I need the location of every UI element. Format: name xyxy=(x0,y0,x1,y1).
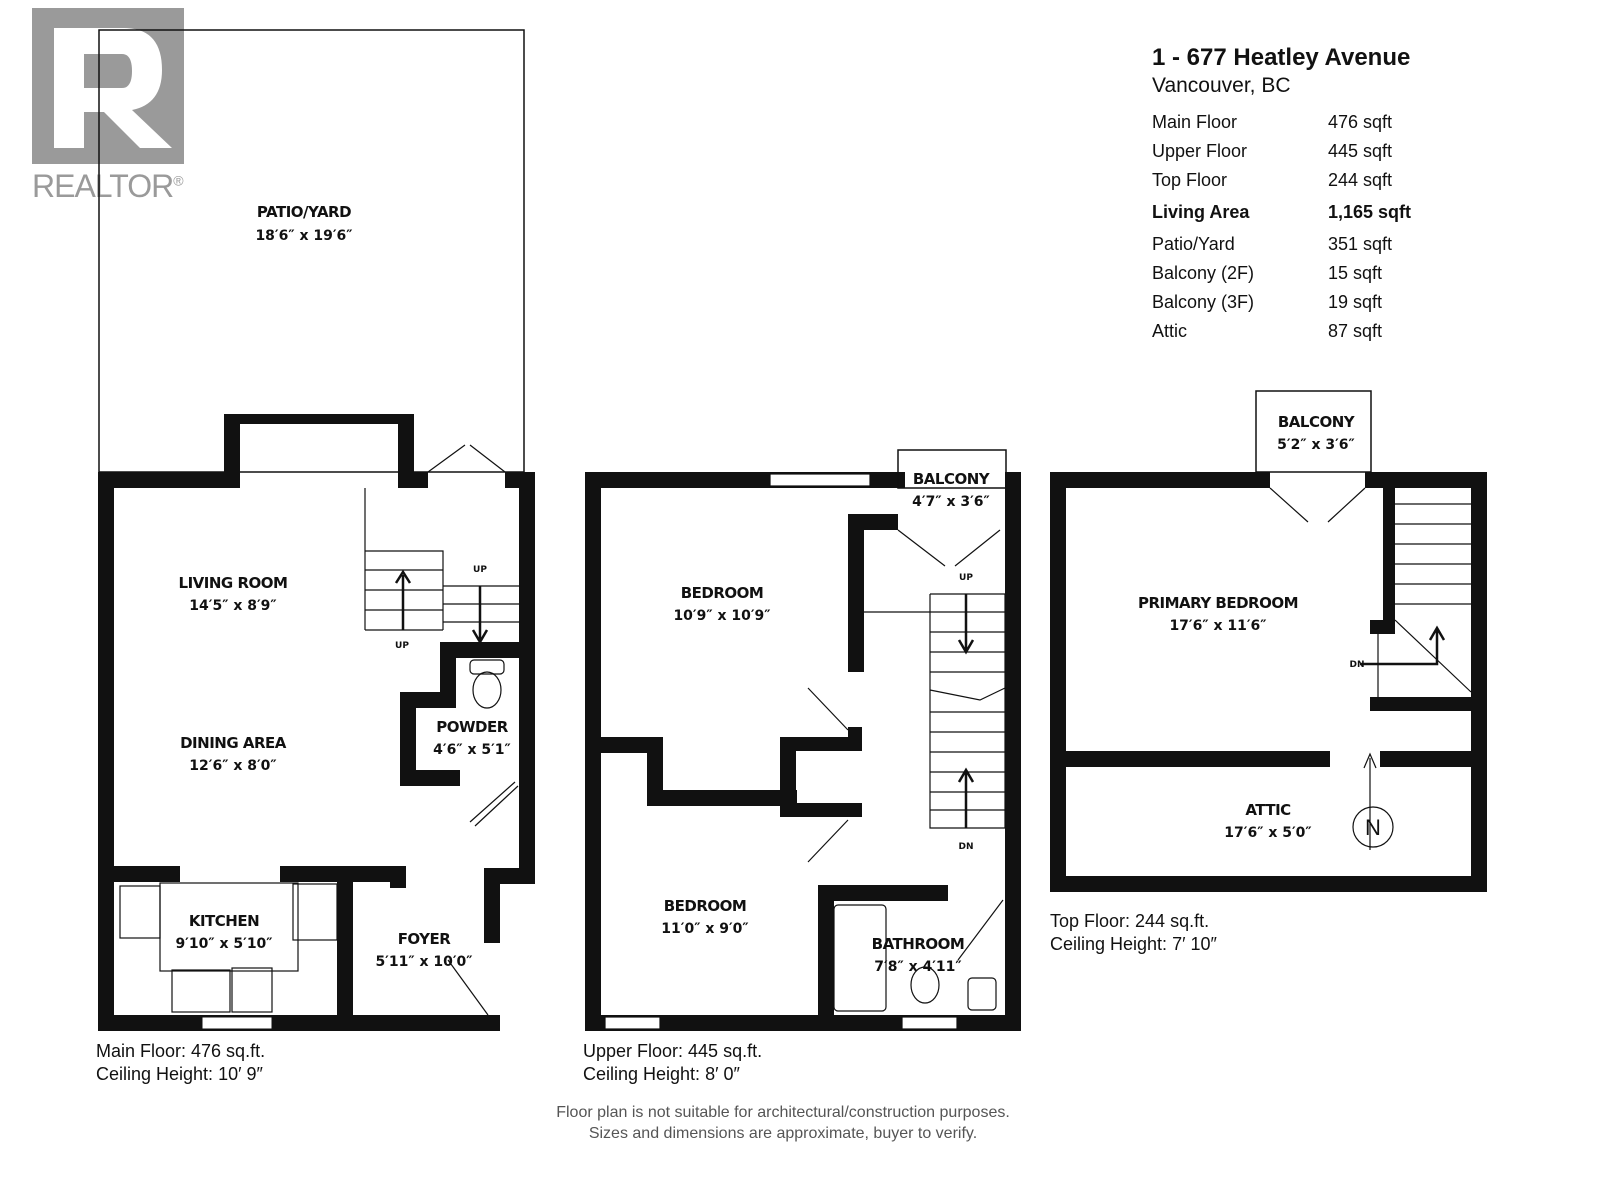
room-name: ATTIC xyxy=(1245,801,1291,819)
area-value: 476 sqft xyxy=(1328,112,1393,132)
top-floor-caption: Top Floor: 244 sq.ft. Ceiling Height: 7′… xyxy=(1050,910,1217,956)
area-value: 445 sqft xyxy=(1328,141,1393,161)
top-floor-walls xyxy=(1050,390,1487,892)
area-row: Upper Floor 445 sqft xyxy=(1152,137,1472,166)
area-row: Balcony (3F) 19 sqft xyxy=(1152,288,1472,317)
stair-label: UP xyxy=(473,565,487,575)
stair-label: DN xyxy=(958,842,973,852)
room-name: KITCHEN xyxy=(189,912,259,930)
caption-area: Main Floor: 476 sq.ft. xyxy=(96,1041,266,1061)
city: Vancouver, BC xyxy=(1152,74,1291,97)
caption-ceiling: Ceiling Height: 10′ 9″ xyxy=(96,1064,263,1084)
stair-label: UP xyxy=(959,573,973,583)
patio-outline xyxy=(98,29,525,473)
room-dimensions: 14′5″ x 8′9″ xyxy=(189,598,276,614)
stair-label: DN xyxy=(1349,660,1364,670)
disclaimer: Floor plan is not suitable for architect… xyxy=(0,1102,1566,1144)
main-floor-walls xyxy=(98,414,535,1031)
upper-floor-caption: Upper Floor: 445 sq.ft. Ceiling Height: … xyxy=(583,1040,762,1086)
room-dimensions: 12′6″ x 8′0″ xyxy=(189,758,276,774)
area-value: 87 sqft xyxy=(1328,321,1383,341)
room-name: DINING AREA xyxy=(180,734,287,752)
room-name: LIVING ROOM xyxy=(179,574,288,592)
caption-ceiling: Ceiling Height: 7′ 10″ xyxy=(1050,934,1217,954)
upper-details xyxy=(604,473,1006,1030)
room-name: PRIMARY BEDROOM xyxy=(1138,594,1298,612)
area-label: Upper Floor xyxy=(1152,141,1248,161)
room-dimensions: 11′0″ x 9′0″ xyxy=(661,921,748,937)
top-details xyxy=(1269,487,1472,850)
room-dimensions: 7′8″ x 4′11″ xyxy=(874,959,961,975)
room-dimensions: 5′11″ x 10′0″ xyxy=(375,954,472,970)
address: 1 - 677 Heatley Avenue xyxy=(1152,44,1411,71)
area-label: Attic xyxy=(1152,321,1188,341)
area-label: Top Floor xyxy=(1152,170,1228,190)
room-dimensions: 10′9″ x 10′9″ xyxy=(673,608,770,624)
caption-area: Upper Floor: 445 sq.ft. xyxy=(583,1041,763,1061)
property-summary: 1 - 677 Heatley Avenue Vancouver, BC Mai… xyxy=(1152,44,1472,346)
area-value: 15 sqft xyxy=(1328,263,1383,283)
room-name: BALCONY xyxy=(1278,413,1356,431)
room-name: BEDROOM xyxy=(664,897,747,915)
realtor-wordmark: REALTOR® xyxy=(32,168,184,204)
area-row: Top Floor 244 sqft xyxy=(1152,166,1472,195)
disclaimer-line: Floor plan is not suitable for architect… xyxy=(556,1104,1010,1121)
disclaimer-line: Sizes and dimensions are approximate, bu… xyxy=(588,1125,978,1142)
stair-label: UP xyxy=(395,641,409,651)
area-row: Main Floor 476 sqft xyxy=(1152,108,1472,137)
caption-area: Top Floor: 244 sq.ft. xyxy=(1050,911,1210,931)
room-dimensions: 5′2″ x 3′6″ xyxy=(1277,437,1355,453)
area-value: 351 sqft xyxy=(1328,234,1393,254)
room-name: POWDER xyxy=(436,718,508,736)
area-value: 19 sqft xyxy=(1328,292,1383,312)
main-floor-caption: Main Floor: 476 sq.ft. Ceiling Height: 1… xyxy=(96,1040,265,1086)
room-name: BALCONY xyxy=(913,470,991,488)
area-value: 1,165 sqft xyxy=(1328,202,1412,222)
area-label: Patio/Yard xyxy=(1152,234,1235,254)
realtor-logo-icon xyxy=(32,8,184,164)
main-stairs xyxy=(119,444,519,1016)
room-dimensions: 17′6″ x 11′6″ xyxy=(1169,618,1266,634)
area-label: Balcony (2F) xyxy=(1152,263,1255,283)
area-row: Attic 87 sqft xyxy=(1152,317,1472,346)
caption-ceiling: Ceiling Height: 8′ 0″ xyxy=(583,1064,740,1084)
north-compass-icon: N xyxy=(1365,815,1381,840)
room-dimensions: 4′7″ x 3′6″ xyxy=(912,494,990,510)
area-row: Living Area 1,165 sqft xyxy=(1152,195,1472,230)
room-name: BEDROOM xyxy=(681,584,764,602)
room-dimensions: 17′6″ x 5′0″ xyxy=(1224,825,1311,841)
area-row: Balcony (2F) 15 sqft xyxy=(1152,259,1472,288)
area-row: Patio/Yard 351 sqft xyxy=(1152,230,1472,259)
room-name: BATHROOM xyxy=(872,935,965,953)
room-dimensions: 18′6″ x 19′6″ xyxy=(255,228,352,244)
area-label: Living Area xyxy=(1152,202,1250,222)
area-value: 244 sqft xyxy=(1328,170,1393,190)
room-name: FOYER xyxy=(398,930,452,948)
area-label: Balcony (3F) xyxy=(1152,292,1255,312)
area-label: Main Floor xyxy=(1152,112,1238,132)
room-dimensions: 4′6″ x 5′1″ xyxy=(433,742,511,758)
room-name: PATIO/YARD xyxy=(257,203,351,221)
room-dimensions: 9′10″ x 5′10″ xyxy=(175,936,272,952)
window xyxy=(201,1016,273,1030)
